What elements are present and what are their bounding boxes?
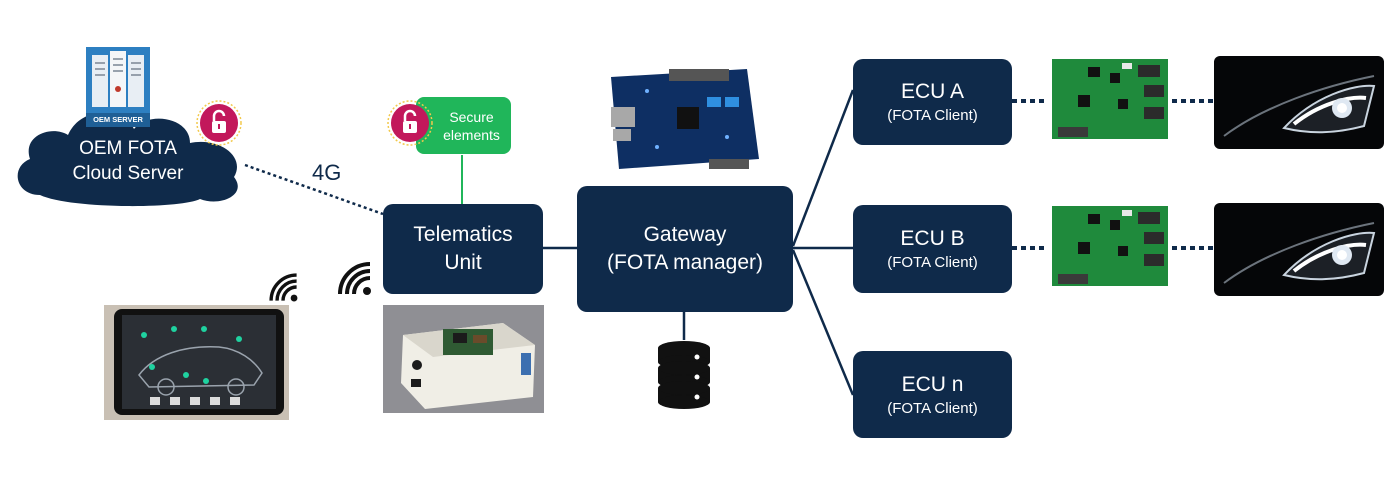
cloud-label: OEM FOTA Cloud Server xyxy=(38,136,218,186)
gateway-box: Gateway (FOTA manager) xyxy=(577,186,793,312)
cloud-telematics-link xyxy=(244,163,384,216)
server-icon-label: OEM SERVER xyxy=(93,115,143,124)
ecu-n-box: ECU n (FOTA Client) xyxy=(853,351,1012,438)
gateway-board-image xyxy=(607,67,762,172)
wifi-icon xyxy=(269,273,298,302)
wifi-icon xyxy=(338,262,371,295)
lock-icon xyxy=(196,100,242,146)
ecu-b-board-image xyxy=(1048,202,1172,292)
cloud-label-line2: Cloud Server xyxy=(72,163,184,184)
telematics-hardware-image xyxy=(383,305,544,413)
telematics-line1: Telematics xyxy=(413,223,513,246)
gateway-line2: (FOTA manager) xyxy=(607,251,763,274)
ecu-a-box: ECU A (FOTA Client) xyxy=(853,59,1012,145)
secure-elements-box: Secure elements xyxy=(416,97,511,154)
database-icon xyxy=(658,341,710,409)
server-icon: OEM SERVER xyxy=(86,47,150,127)
ecu-b-box: ECU B (FOTA Client) xyxy=(853,205,1012,293)
ecu-b-subtitle: (FOTA Client) xyxy=(887,254,978,271)
gateway-line1: Gateway xyxy=(643,223,727,246)
telematics-line2: Unit xyxy=(444,251,482,274)
gateway-ecu-a-link xyxy=(791,89,855,247)
secure-elements-line1: Secure xyxy=(449,108,494,125)
headlight-a-image xyxy=(1214,56,1384,149)
gateway-ecu-n-link xyxy=(791,249,855,396)
lock-icon xyxy=(387,100,433,146)
telematics-unit-box: Telematics Unit xyxy=(383,204,543,294)
headlight-b-image xyxy=(1214,203,1384,296)
link-4g-label: 4G xyxy=(312,160,342,185)
ecu-n-subtitle: (FOTA Client) xyxy=(887,399,978,417)
secure-elements-line2: elements xyxy=(443,126,500,143)
ecu-n-title: ECU n xyxy=(901,372,964,396)
ecu-a-subtitle: (FOTA Client) xyxy=(887,107,978,124)
cloud-label-line1: OEM FOTA xyxy=(79,138,177,159)
tablet-image xyxy=(104,305,289,420)
ecu-a-board-image xyxy=(1048,55,1172,145)
cloud-shape xyxy=(17,112,238,207)
ecu-b-title: ECU B xyxy=(900,227,965,250)
ecu-a-title: ECU A xyxy=(900,80,965,103)
